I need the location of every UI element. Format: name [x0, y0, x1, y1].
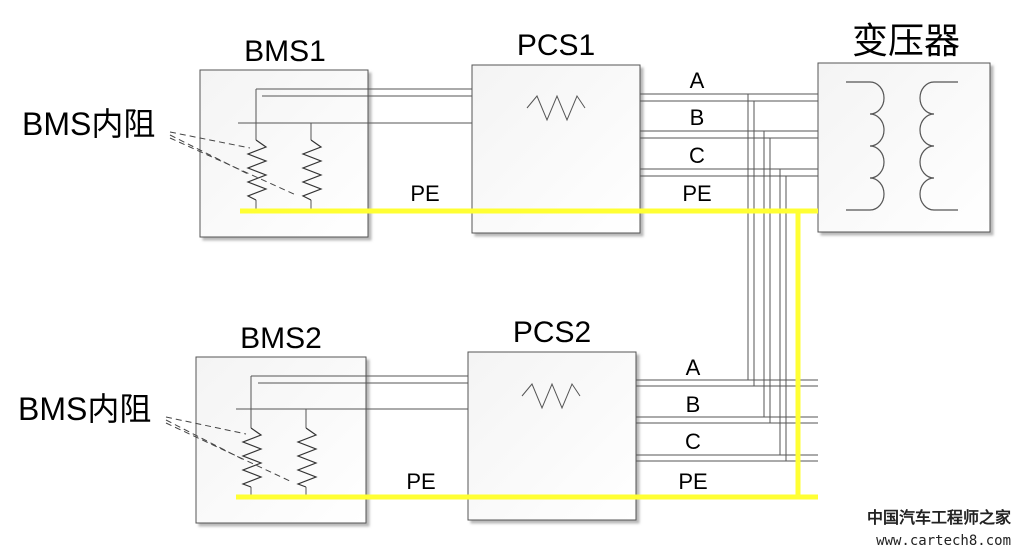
- pcs2-phase-pe: PE: [678, 469, 707, 494]
- pe-ground-lines: [236, 208, 818, 500]
- pcs1-label: PCS1: [517, 29, 595, 62]
- bms1-internal-wiring: [238, 88, 472, 211]
- transformer-coil-secondary: [919, 81, 958, 211]
- bms2-label: BMS2: [240, 322, 322, 355]
- transformer-label: 变压器: [852, 20, 960, 61]
- bms2-resistance-label: BMS内阻: [18, 391, 151, 427]
- pcs2-phase-b: B: [686, 392, 701, 417]
- watermark-site-name: 中国汽车工程师之家: [867, 508, 1012, 527]
- bms1-resistance-label: BMS内阻: [22, 106, 155, 142]
- bms1-resistor-left: [246, 139, 268, 201]
- pcs1-phase-lines: [640, 93, 818, 177]
- pcs1-inverter-symbol: [526, 94, 586, 122]
- bms2-resistor-right: [296, 427, 318, 488]
- vertical-bus-lines: [747, 94, 787, 461]
- pcs2-phase-a: A: [686, 355, 701, 380]
- pe-label-bms1: PE: [410, 181, 439, 206]
- bms2-resistor-left: [241, 427, 263, 488]
- pcs1-box: [471, 64, 641, 234]
- pe-label-bms2: PE: [406, 469, 435, 494]
- pcs2-phase-lines: [636, 379, 818, 462]
- pcs2-inverter-symbol: [521, 382, 581, 410]
- bms2-resistance-callout: [165, 416, 293, 483]
- pcs2-phase-c: C: [685, 429, 701, 454]
- pcs2-label: PCS2: [513, 316, 591, 349]
- transformer-box: [817, 62, 991, 233]
- pcs1-phase-pe: PE: [682, 181, 711, 206]
- bms1-resistance-callout: [169, 131, 297, 196]
- pcs1-phase-b: B: [690, 105, 705, 130]
- transformer-coil-primary: [846, 81, 885, 211]
- watermark-url: www.cartech8.com: [876, 533, 1011, 549]
- pcs2-box: [467, 351, 637, 521]
- bms1-label: BMS1: [244, 35, 326, 68]
- pcs1-phase-a: A: [690, 68, 705, 93]
- pcs1-phase-c: C: [689, 143, 705, 168]
- bms1-resistor-right: [301, 139, 323, 201]
